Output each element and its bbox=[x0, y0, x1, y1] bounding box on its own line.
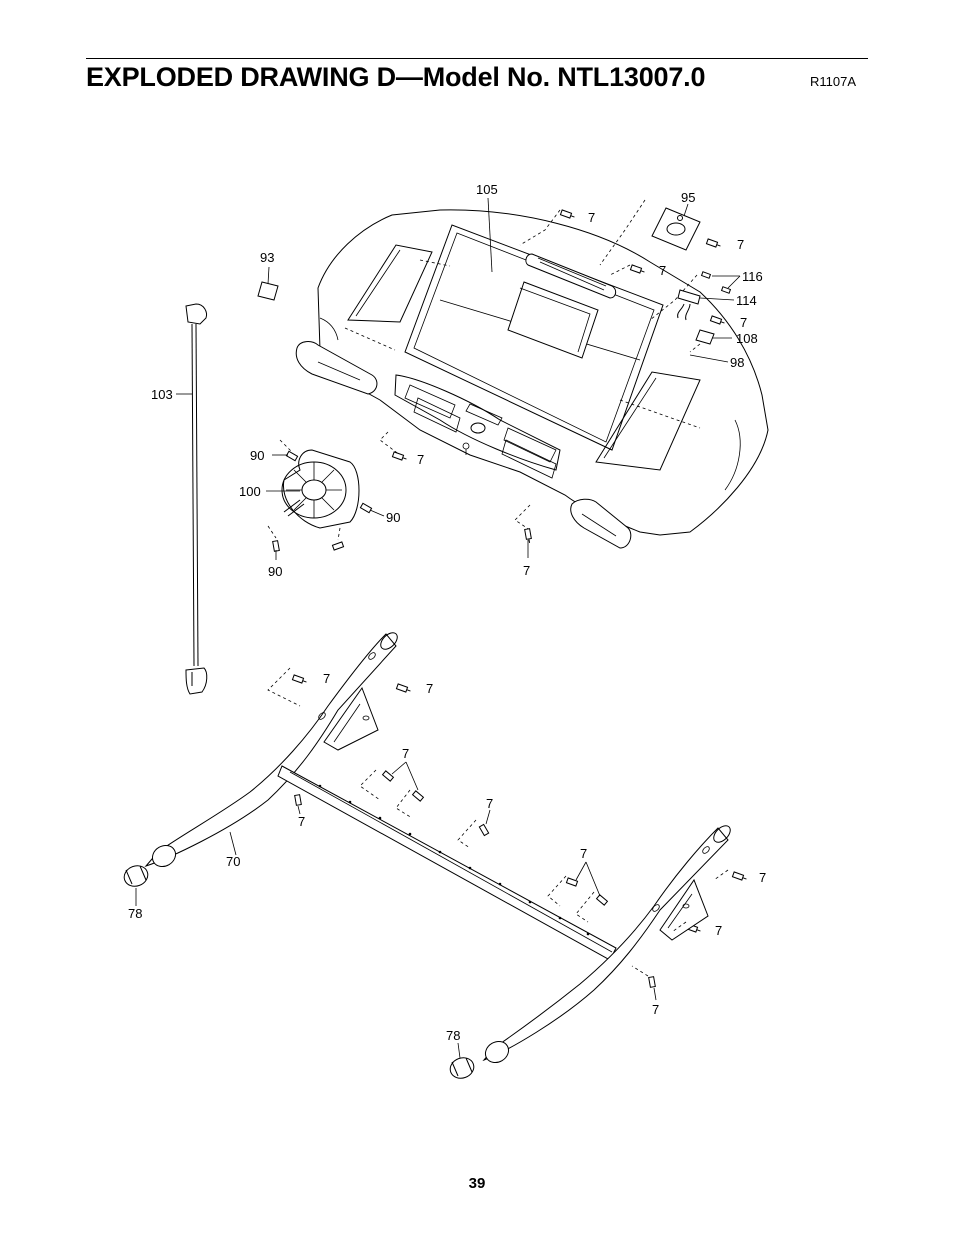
callout-95: 95 bbox=[681, 190, 695, 205]
callout-7: 7 bbox=[659, 263, 666, 278]
console-base bbox=[295, 209, 769, 549]
callout-116: 116 bbox=[742, 269, 763, 284]
callout-7: 7 bbox=[715, 923, 722, 938]
callout-7: 7 bbox=[588, 210, 595, 225]
callout-105: 105 bbox=[476, 182, 498, 197]
callout-90: 90 bbox=[250, 448, 264, 463]
part-95-plate bbox=[651, 207, 701, 251]
page-title: EXPLODED DRAWING D—Model No. NTL13007.0 bbox=[86, 62, 706, 92]
callout-7: 7 bbox=[323, 671, 330, 686]
callout-7: 7 bbox=[523, 563, 530, 578]
callout-7: 7 bbox=[298, 814, 305, 829]
screw-icons bbox=[272, 209, 747, 988]
part-78-end-caps bbox=[123, 865, 475, 1079]
callout-78: 78 bbox=[128, 906, 142, 921]
callout-90: 90 bbox=[268, 564, 282, 579]
page-number: 39 bbox=[468, 1175, 486, 1192]
callout-7: 7 bbox=[426, 681, 433, 696]
header-rule bbox=[86, 58, 868, 59]
callout-70: 70 bbox=[226, 854, 240, 869]
callout-103: 103 bbox=[151, 387, 173, 402]
callout-7: 7 bbox=[652, 1002, 659, 1017]
callout-7: 7 bbox=[580, 846, 587, 861]
callout-labels: 105 95 7 7 7 93 116 114 7 108 98 103 90 … bbox=[128, 182, 766, 1043]
callout-90: 90 bbox=[386, 510, 400, 525]
part-114-switch bbox=[677, 289, 701, 321]
callout-7: 7 bbox=[486, 796, 493, 811]
callout-7: 7 bbox=[740, 315, 747, 330]
callout-100: 100 bbox=[239, 484, 261, 499]
part-108-label bbox=[695, 329, 715, 345]
callout-7: 7 bbox=[417, 452, 424, 467]
callout-108: 108 bbox=[736, 331, 758, 346]
callout-114: 114 bbox=[736, 293, 757, 308]
drawing-code: R1107A bbox=[810, 74, 857, 89]
callout-93: 93 bbox=[260, 250, 274, 265]
part-103-cable bbox=[185, 303, 208, 695]
console-screws bbox=[379, 199, 701, 531]
callout-7: 7 bbox=[402, 746, 409, 761]
leader-lines bbox=[135, 197, 741, 1059]
callout-7: 7 bbox=[737, 237, 744, 252]
part-100-fan bbox=[267, 439, 360, 541]
callout-98: 98 bbox=[730, 355, 744, 370]
part-93-tag bbox=[257, 281, 279, 301]
part-70-frame bbox=[144, 632, 731, 1064]
callout-78: 78 bbox=[446, 1028, 460, 1043]
callout-7: 7 bbox=[759, 870, 766, 885]
